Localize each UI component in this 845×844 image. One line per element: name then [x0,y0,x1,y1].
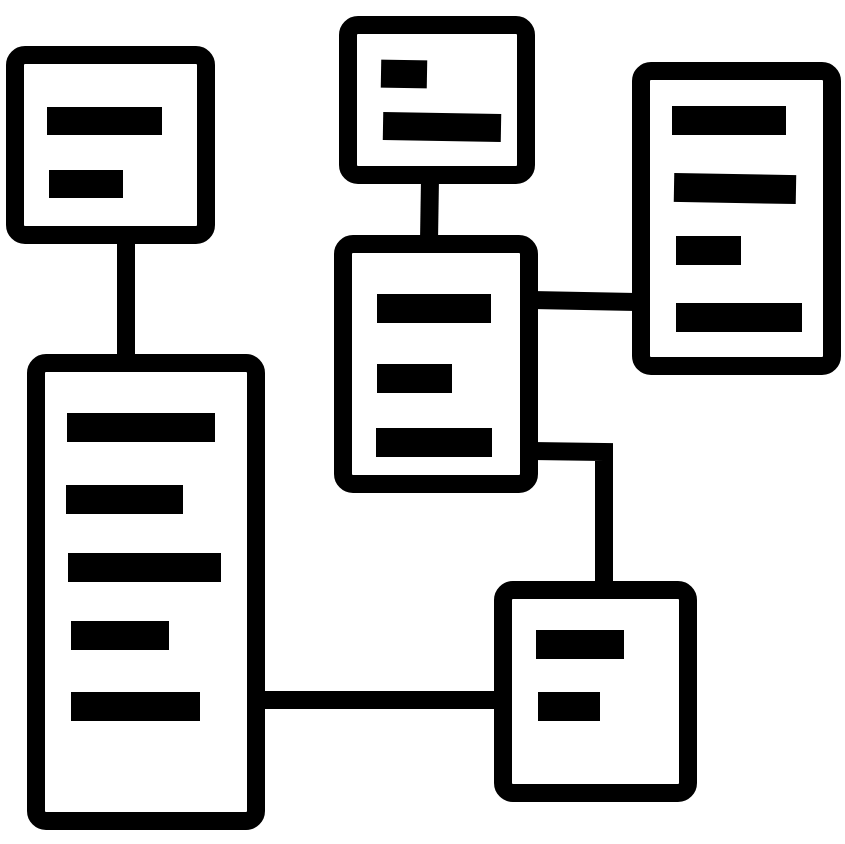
node-box [339,16,535,184]
text-line-placeholder [676,303,802,332]
node-bottom-right [494,581,697,802]
text-line-placeholder [377,294,491,323]
text-line-placeholder [49,170,123,198]
text-line-placeholder [676,236,741,265]
text-line-placeholder [71,621,169,650]
edges [117,177,639,709]
node-top-right [632,62,841,375]
text-line-placeholder [673,172,797,205]
node-top-left [6,46,215,244]
text-line-placeholder [376,428,492,457]
text-line-placeholder [68,553,221,582]
text-line-placeholder [538,692,600,721]
node-top-center [339,16,535,184]
text-line-placeholder [66,485,183,514]
node-box [632,62,841,375]
text-line-placeholder [67,413,215,442]
text-line-placeholder [377,364,452,393]
text-line-placeholder [71,692,200,721]
node-box [6,46,215,244]
node-box [494,581,697,802]
text-line-placeholder [536,630,624,659]
node-bottom-left [27,354,265,830]
text-line-placeholder [382,111,502,143]
text-line-placeholder [380,59,428,89]
text-line-placeholder [672,106,786,135]
edge-top-center-to-center [420,177,439,242]
edge-center-to-bottom-right [531,442,613,588]
node-center [334,235,538,493]
text-line-placeholder [47,107,162,135]
edge-center-to-top-right [531,291,639,311]
